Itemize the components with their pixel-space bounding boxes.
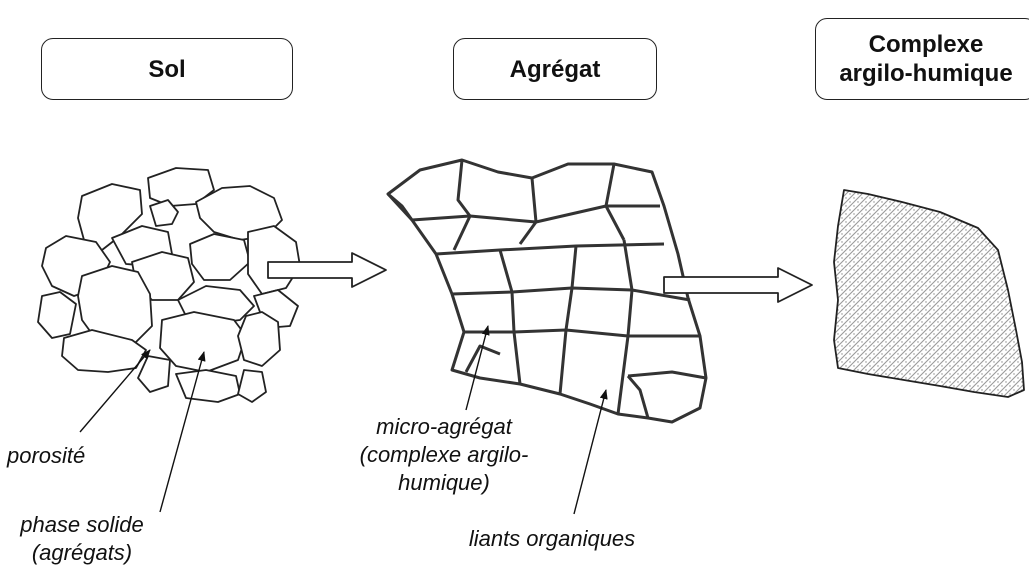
phase-solide-label-line2: (agrégats) (32, 540, 132, 565)
aggregate-piece (238, 312, 280, 366)
aggregate-piece (248, 226, 300, 294)
phase-solide-label-line1: phase solide (19, 512, 144, 537)
micro-agregat-label-line1: micro-agrégat (376, 414, 513, 439)
soil-clump (38, 168, 300, 402)
aggregate (388, 160, 706, 422)
micro-agregat-label-line3: humique) (398, 470, 490, 495)
clay-humus-complex-shape (834, 190, 1024, 397)
aggregate-piece (160, 312, 246, 372)
aggregate-piece (176, 370, 240, 402)
porosite-label: porosité (6, 443, 85, 468)
aggregate-piece (190, 234, 250, 280)
leader-liants (574, 390, 606, 514)
aggregate-piece (138, 356, 170, 392)
aggregate-piece (38, 292, 76, 338)
aggregate-piece (238, 370, 266, 402)
liants-organiques-label: liants organiques (469, 526, 635, 551)
micro-agregat-label-line2: (complexe argilo- (360, 442, 529, 467)
